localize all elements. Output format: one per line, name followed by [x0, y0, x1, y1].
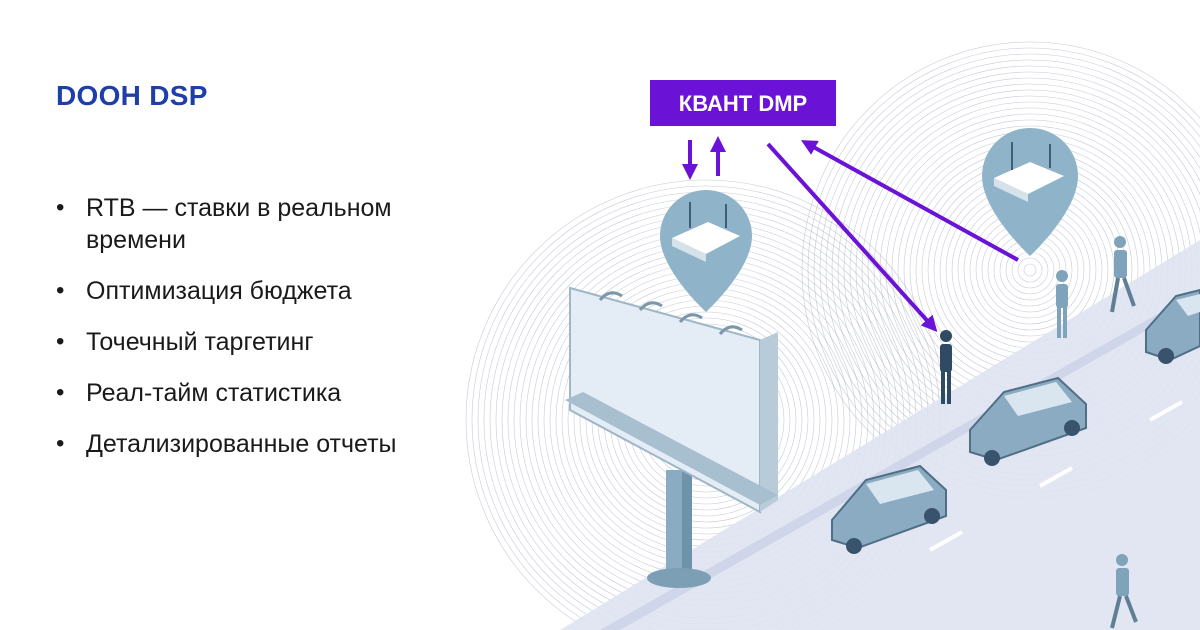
billboard [565, 286, 778, 588]
router-pin-right [982, 128, 1078, 256]
list-item: RTB — ставки в реальном времени [56, 192, 476, 256]
person-bottom [1110, 554, 1138, 629]
person-walking [1110, 236, 1136, 313]
dooh-illustration: КВАНТ DMP [465, 41, 1200, 630]
road-shade [600, 290, 1200, 630]
dmp-label: КВАНТ DMP [679, 91, 807, 116]
person-with-phone [1056, 270, 1068, 338]
person-near-billboard [940, 330, 952, 404]
list-item: Оптимизация бюджета [56, 275, 476, 307]
list-item: Реал-тайм статистика [56, 377, 476, 409]
car-right [1145, 288, 1200, 364]
road [560, 240, 1200, 630]
road-dashes [929, 400, 1183, 552]
signal-ring [1017, 257, 1043, 283]
signal-ring [1023, 263, 1037, 277]
data-arrows [682, 136, 1019, 332]
arrow-from-router [800, 140, 1019, 262]
car-middle [969, 376, 1087, 466]
arrow-to-person [766, 142, 938, 332]
car-front [831, 464, 947, 554]
list-item: Детализированные отчеты [56, 428, 476, 460]
page-title: DOOH DSP [56, 80, 208, 111]
router-pin-left [660, 190, 752, 312]
dmp-box: КВАНТ DMP [650, 80, 836, 126]
list-item: Точечный таргетинг [56, 326, 476, 358]
feature-list: RTB — ставки в реальном времени Оптимиза… [56, 192, 476, 479]
